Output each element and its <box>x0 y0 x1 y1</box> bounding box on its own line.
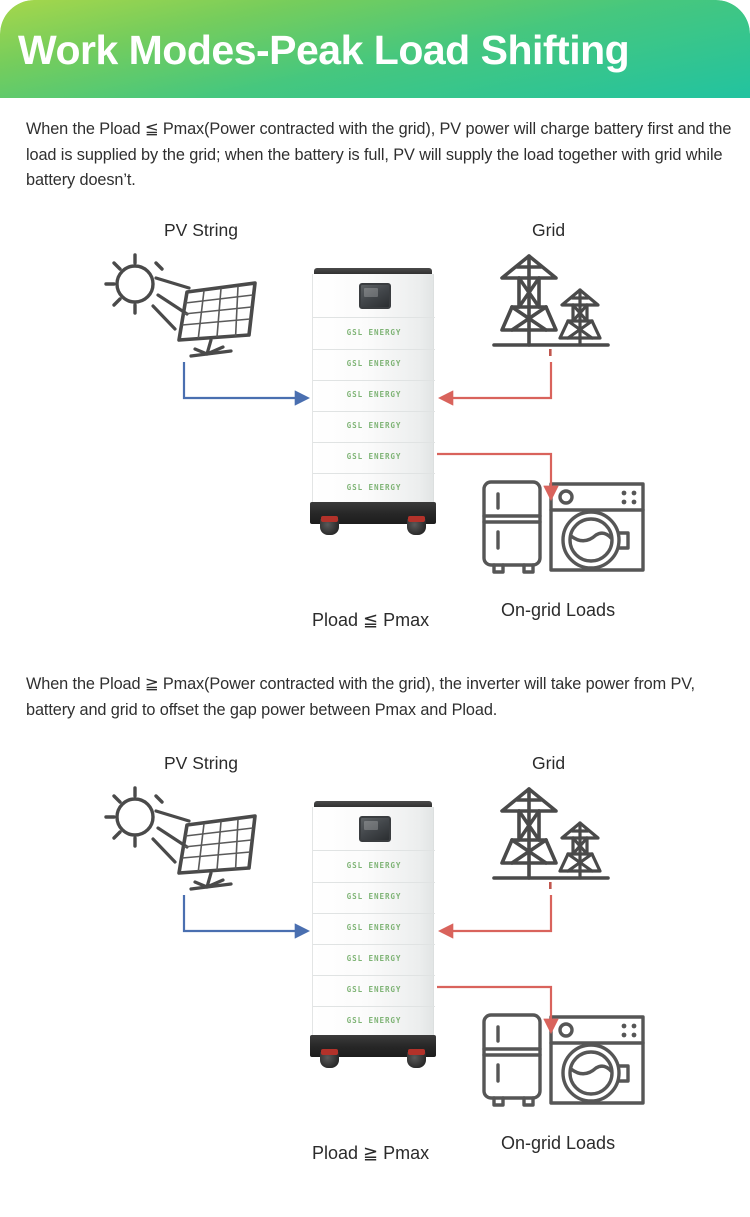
solar-panel-icon <box>104 786 257 891</box>
transmission-tower-icon <box>492 787 610 889</box>
battery-brand-label: GSL ENERGY <box>346 359 402 368</box>
battery-module: GSL ENERGY <box>313 411 435 443</box>
battery-brand-label: GSL ENERGY <box>346 452 402 461</box>
on-grid-loads-label: On-grid Loads <box>501 1133 616 1153</box>
arrow-grid-to-battery <box>437 895 553 939</box>
condition-label: Pload ≧ Pmax <box>312 1143 430 1163</box>
page-title: Work Modes-Peak Load Shifting <box>18 27 630 73</box>
battery-wheel-right <box>407 516 426 535</box>
battery-modules-body: GSL ENERGY GSL ENERGY GSL ENERGY GSL ENE… <box>312 807 435 1038</box>
battery-module: GSL ENERGY <box>313 442 435 474</box>
battery-brand-label: GSL ENERGY <box>346 985 402 994</box>
battery-brand-label: GSL ENERGY <box>346 923 402 932</box>
battery-wheel-right <box>407 1049 426 1068</box>
battery-module: GSL ENERGY <box>313 473 435 505</box>
battery-brand-label: GSL ENERGY <box>346 954 402 963</box>
diagram-peak-load-below-pmax: PV String Grid Pload ≦ Pmax On-grid Load… <box>0 210 750 630</box>
battery-brand-label: GSL ENERGY <box>346 1016 402 1025</box>
battery-control-module <box>313 807 435 851</box>
transmission-tower-icon <box>492 254 610 356</box>
battery-module: GSL ENERGY <box>313 913 435 945</box>
battery-top-cap <box>314 801 432 808</box>
page-header-banner: Work Modes-Peak Load Shifting <box>0 0 750 98</box>
section-1-description: When the Pload ≦ Pmax(Power contracted w… <box>26 120 732 189</box>
battery-module: GSL ENERGY <box>313 349 435 381</box>
header-gradient <box>0 0 750 98</box>
battery-wheel-left <box>320 1049 339 1068</box>
diagram-peak-load-above-pmax: PV String Grid Pload ≧ Pmax On-grid Load… <box>0 743 750 1163</box>
pv-string-label: PV String <box>164 753 238 773</box>
section-2-description: When the Pload ≧ Pmax(Power contracted w… <box>26 675 695 719</box>
battery-base <box>310 502 436 524</box>
battery-top-cap <box>314 268 432 275</box>
battery-module: GSL ENERGY <box>313 380 435 412</box>
battery-module: GSL ENERGY <box>313 975 435 1007</box>
battery-brand-label: GSL ENERGY <box>346 483 402 492</box>
battery-stack-unit: GSL ENERGY GSL ENERGY GSL ENERGY GSL ENE… <box>310 801 436 1068</box>
grid-label: Grid <box>532 753 566 773</box>
battery-brand-label: GSL ENERGY <box>346 328 402 337</box>
battery-modules-body: GSL ENERGY GSL ENERGY GSL ENERGY GSL ENE… <box>312 274 435 505</box>
arrow-grid-to-battery <box>437 362 553 406</box>
battery-module: GSL ENERGY <box>313 851 435 883</box>
battery-brand-label: GSL ENERGY <box>346 390 402 399</box>
pv-string-label: PV String <box>164 220 238 240</box>
battery-module: GSL ENERGY <box>313 1006 435 1038</box>
battery-brand-label: GSL ENERGY <box>346 892 402 901</box>
battery-display-icon <box>359 283 391 309</box>
battery-brand-label: GSL ENERGY <box>346 421 402 430</box>
battery-module: GSL ENERGY <box>313 318 435 350</box>
solar-panel-icon <box>104 253 257 358</box>
battery-module: GSL ENERGY <box>313 882 435 914</box>
battery-control-module <box>313 274 435 318</box>
battery-base <box>310 1035 436 1057</box>
refrigerator-washing-machine-icon <box>482 480 645 574</box>
grid-label: Grid <box>532 220 566 240</box>
battery-brand-label: GSL ENERGY <box>346 861 402 870</box>
battery-module: GSL ENERGY <box>313 944 435 976</box>
battery-stack-unit: GSL ENERGY GSL ENERGY GSL ENERGY GSL ENE… <box>310 268 436 535</box>
condition-label: Pload ≦ Pmax <box>312 610 430 630</box>
battery-display-icon <box>359 816 391 842</box>
on-grid-loads-label: On-grid Loads <box>501 600 616 620</box>
battery-wheel-left <box>320 516 339 535</box>
refrigerator-washing-machine-icon <box>482 1013 645 1107</box>
